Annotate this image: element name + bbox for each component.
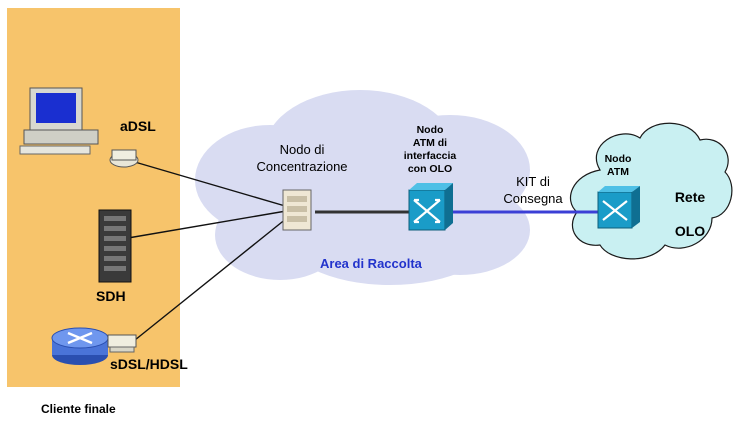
atm-interface-line1: Nodo (416, 124, 444, 136)
concentrator-label: Nodo di Concentrazione (252, 141, 352, 175)
server-rack-icon (98, 209, 132, 283)
delivery-kit-label: KIT di Consegna (493, 173, 573, 207)
atm-interface-switch-icon (408, 183, 453, 231)
pc-with-modem-icon (19, 87, 139, 168)
access-links (127, 159, 293, 341)
collection-area-caption: Area di Raccolta (320, 256, 422, 271)
adsl-label: aDSL (120, 118, 156, 134)
olo-network-line2: OLO (674, 223, 706, 239)
atm-interface-line4: con OLO (407, 163, 453, 175)
delivery-kit-line2: Consegna (503, 191, 563, 206)
atm-interface-line2: ATM di (412, 137, 448, 149)
atm-interface-label: Nodo ATM di interfaccia con OLO (395, 124, 465, 176)
olo-network-label: Rete OLO (665, 180, 715, 248)
olo-atm-switch-icon (597, 186, 640, 229)
concentrator-label-line2: Concentrazione (256, 159, 348, 174)
sdh-label: SDH (96, 288, 126, 304)
olo-atm-node-label: Nodo ATM (596, 153, 640, 179)
olo-network-line1: Rete (674, 189, 706, 205)
sdsl-hdsl-label: sDSL/HDSL (110, 356, 188, 372)
atm-interface-line3: interfaccia (403, 150, 457, 162)
concentrator-node-icon (282, 189, 312, 231)
router-with-modem-icon (51, 327, 137, 365)
client-zone-background (7, 8, 180, 387)
client-zone-caption: Cliente finale (41, 402, 116, 416)
delivery-kit-line1: KIT di (516, 174, 550, 189)
olo-atm-node-line1: Nodo (604, 153, 632, 165)
concentrator-label-line1: Nodo di (279, 142, 325, 157)
olo-atm-node-line2: ATM (607, 166, 629, 178)
